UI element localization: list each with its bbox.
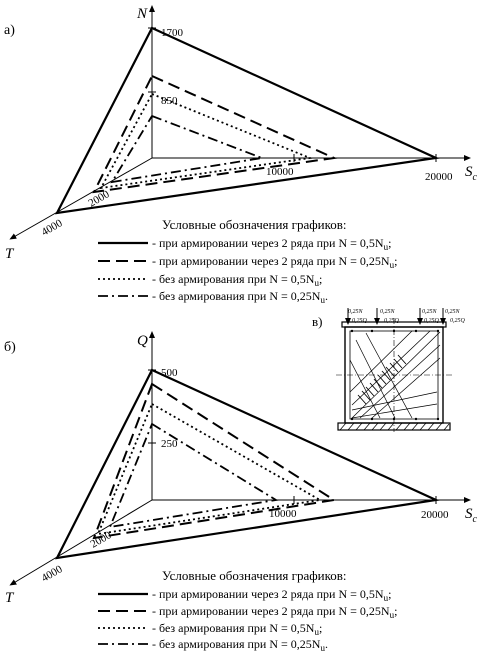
panel-c-label: в) bbox=[312, 314, 322, 329]
load-label-2: 0,25N bbox=[380, 309, 396, 315]
panel-a: а) N Sc T 1700 850 10000 20000 2000 4000… bbox=[4, 5, 478, 305]
load-label-3: 0,25N bbox=[422, 309, 438, 315]
shear-label-4: 0,25Q bbox=[450, 318, 466, 324]
load-label-4: 0,25N bbox=[445, 309, 461, 315]
panel-b-label: б) bbox=[4, 340, 16, 355]
s-tick-10000-b: 10000 bbox=[269, 508, 297, 520]
curve-b-solid bbox=[55, 368, 440, 560]
curve-a-solid bbox=[55, 26, 440, 215]
gauge-points bbox=[350, 329, 440, 421]
n-tick-1700: 1700 bbox=[161, 27, 184, 39]
panel-c: в) 0,25N 0,25N 0,25N 0,25N 0,25Q 0,25Q 0… bbox=[312, 308, 466, 432]
n-tick-850: 850 bbox=[161, 95, 178, 107]
panel-a-label: а) bbox=[4, 23, 15, 38]
legend-b-solid-text: - при армировании через 2 ряда при N = 0… bbox=[152, 587, 391, 603]
s-axis-label: Sc bbox=[465, 164, 478, 183]
panel-b: б) Q Sc T 500 250 10000 20000 2000 4000 … bbox=[4, 331, 478, 653]
s-tick-10000: 10000 bbox=[266, 166, 294, 178]
legend-b-dashdot-text: - без армирования при N = 0,25Nu. bbox=[152, 637, 328, 653]
shear-label-3: 0,25Q bbox=[424, 318, 440, 324]
base-hatching bbox=[339, 422, 450, 431]
shear-label-1: 0,25Q bbox=[352, 318, 368, 324]
s-tick-20000-b: 20000 bbox=[421, 509, 449, 521]
legend-b-title: Условные обозначения графиков: bbox=[162, 568, 347, 583]
t-axis-label: T bbox=[5, 246, 15, 262]
curve-b-dotted bbox=[96, 402, 323, 536]
q-axis-label: Q bbox=[137, 333, 148, 349]
legend-a-dotted-text: - без армирования при N = 0,5Nu; bbox=[152, 272, 322, 288]
s-tick-20000: 20000 bbox=[425, 171, 453, 183]
curve-b-dashdot bbox=[108, 422, 279, 529]
diagonal-cracks bbox=[349, 330, 441, 419]
legend-b-dotted-text: - без армирования при N = 0,5Nu; bbox=[152, 621, 322, 637]
legend-a-solid-text: - при армировании через 2 ряда при N = 0… bbox=[152, 236, 391, 252]
curve-b-dashed bbox=[92, 382, 337, 540]
t-tick-4000-b: 4000 bbox=[40, 563, 65, 585]
load-label-1: 0,25N bbox=[348, 309, 364, 315]
n-axis-label: N bbox=[136, 6, 148, 22]
legend-b-dashed-text: - при армировании через 2 ряда при N = 0… bbox=[152, 604, 397, 620]
q-tick-250: 250 bbox=[161, 438, 178, 450]
curve-a-dotted bbox=[99, 92, 314, 190]
legend-a-title: Условные обозначения графиков: bbox=[162, 217, 347, 232]
shear-label-2: 0,25Q bbox=[384, 318, 400, 324]
t-axis bbox=[9, 157, 153, 240]
curve-a-dashdot bbox=[110, 114, 266, 184]
curve-a-dashed bbox=[92, 74, 338, 194]
t-axis-label-b: T bbox=[5, 590, 15, 606]
legend-a-dashed-text: - при армировании через 2 ряда при N = 0… bbox=[152, 254, 397, 270]
s-axis-label-b: Sc bbox=[465, 506, 478, 525]
t-axis-b bbox=[9, 499, 153, 586]
reinforcement-band bbox=[357, 354, 407, 405]
legend-a-dashdot-text: - без армирования при N = 0,25Nu. bbox=[152, 289, 328, 305]
